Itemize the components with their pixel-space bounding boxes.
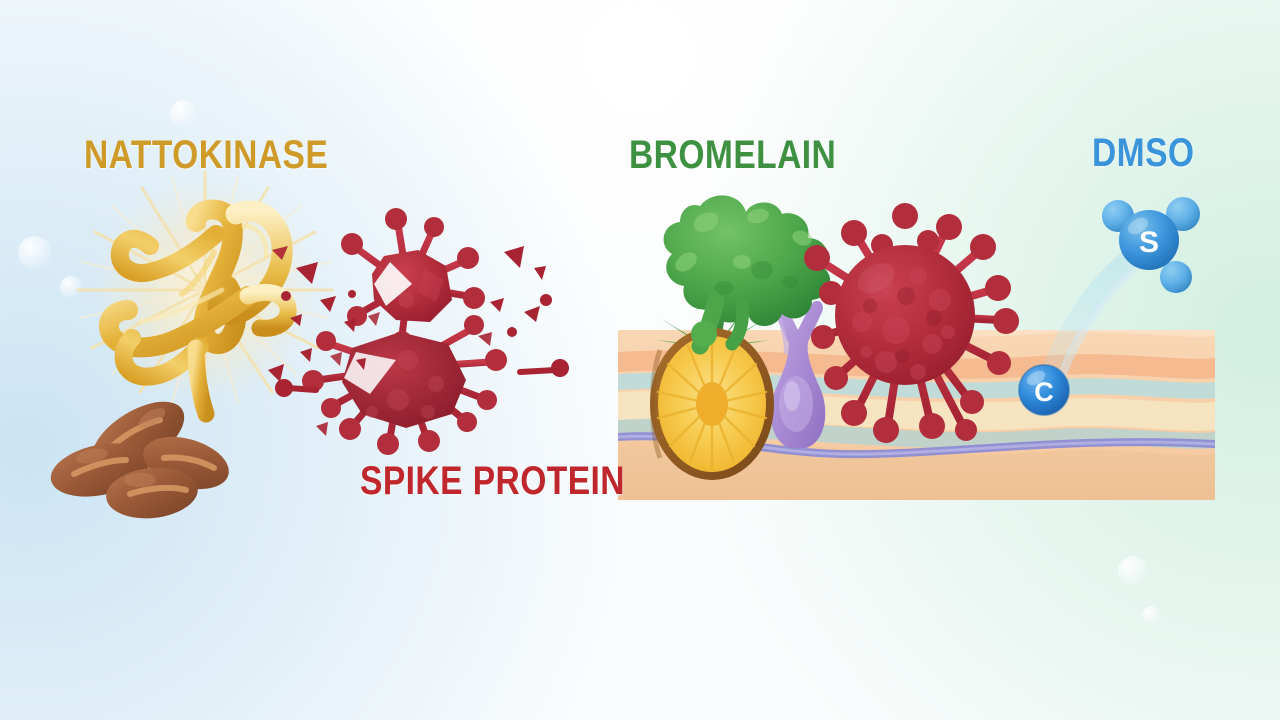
nattokinase-enzyme-ribbon bbox=[98, 199, 297, 423]
shattered-virus-upper bbox=[341, 208, 485, 351]
dmso-molecule: S bbox=[1102, 197, 1200, 293]
dmso-satellite-atom bbox=[1166, 197, 1200, 231]
shattered-virus-lower bbox=[302, 315, 507, 455]
dmso-satellite-atom bbox=[1160, 261, 1192, 293]
natto-bean bbox=[106, 467, 198, 519]
label-dmso: DMSO bbox=[1092, 131, 1195, 175]
carrier-marker: C bbox=[1018, 364, 1070, 416]
label-spike-protein: SPIKE PROTEIN bbox=[360, 459, 625, 503]
intact-coronavirus bbox=[804, 203, 1019, 443]
dmso-sulfur-atom bbox=[1119, 210, 1179, 270]
label-nattokinase: NATTOKINASE bbox=[84, 133, 329, 177]
virus-fragments bbox=[268, 246, 569, 436]
ace2-receptor bbox=[770, 300, 826, 448]
natto-beans bbox=[50, 401, 229, 519]
label-bromelain: BROMELAIN bbox=[629, 133, 837, 177]
dmso-sulfur-label: S bbox=[1139, 226, 1159, 259]
carrier-label: C bbox=[1034, 377, 1054, 407]
bromelain-enzyme-blob bbox=[663, 195, 831, 355]
